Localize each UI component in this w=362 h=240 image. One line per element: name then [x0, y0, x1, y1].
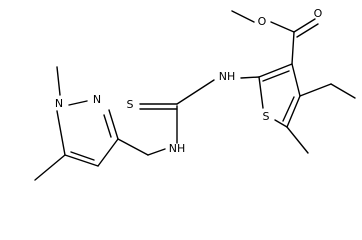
- atom-nh-left: NH: [169, 142, 186, 155]
- bond-nh-ch2: [147, 148, 166, 156]
- atom-sulfur-thiocarbonyl: S: [127, 98, 134, 111]
- bond-nh-thiocarbonyl: [176, 79, 215, 105]
- bond-pyrazole-n2-n1: [68, 100, 88, 106]
- atom-oxygen-carbonyl: O: [314, 7, 323, 20]
- bond-pyrazole-c3-n2-inner: [103, 114, 112, 138]
- bond-pyrazole-c4-c5-inner: [70, 151, 95, 161]
- bond-carbonyl-ring: [291, 31, 295, 65]
- bond-pyrazole-c4-c5: [64, 154, 99, 167]
- bond-ether-oxygen-carbonyl: [270, 21, 295, 33]
- atom-nitrogen-n2: N: [93, 93, 101, 106]
- atom-oxygen-ether: O: [258, 15, 267, 28]
- bond-pyrazole-n1-c5: [56, 110, 66, 156]
- bond-ring-c3-c4: [291, 63, 301, 97]
- bond-c5-methyl: [286, 126, 309, 154]
- bond-carbonyl-double-b: [296, 23, 319, 38]
- bond-ring-c3-c2: [258, 63, 293, 78]
- bond-ring-c4-c5-inner: [282, 96, 295, 122]
- bond-ring-s-c5: [274, 119, 288, 128]
- bond-ring-c2-s: [258, 76, 264, 109]
- atom-nitrogen-n1: N: [55, 97, 63, 110]
- bond-c2-nh: [240, 76, 260, 79]
- bond-methyl-oxygen: [231, 10, 255, 23]
- atom-nh-right: NH: [219, 70, 236, 83]
- bond-ethyl-ch2: [299, 83, 332, 97]
- bond-ring-c3-c2-inner: [262, 70, 290, 82]
- bond-n1-methyl: [56, 66, 61, 96]
- bond-pyrazole-c3-c4: [97, 138, 119, 167]
- bond-ring-c4-c5: [286, 95, 301, 128]
- bond-ch2-pyrazole: [117, 138, 149, 156]
- bond-ethyl-ch3: [330, 83, 356, 99]
- bond-carbonyl-double-a: [293, 18, 316, 33]
- atom-sulfur-thiophene: S: [263, 110, 270, 123]
- bond-c5-pyrazole-methyl: [34, 154, 66, 181]
- chemical-structure-diagram: O O NH S NH S N N: [34, 7, 356, 181]
- bond-pyrazole-c3-n2: [108, 109, 119, 140]
